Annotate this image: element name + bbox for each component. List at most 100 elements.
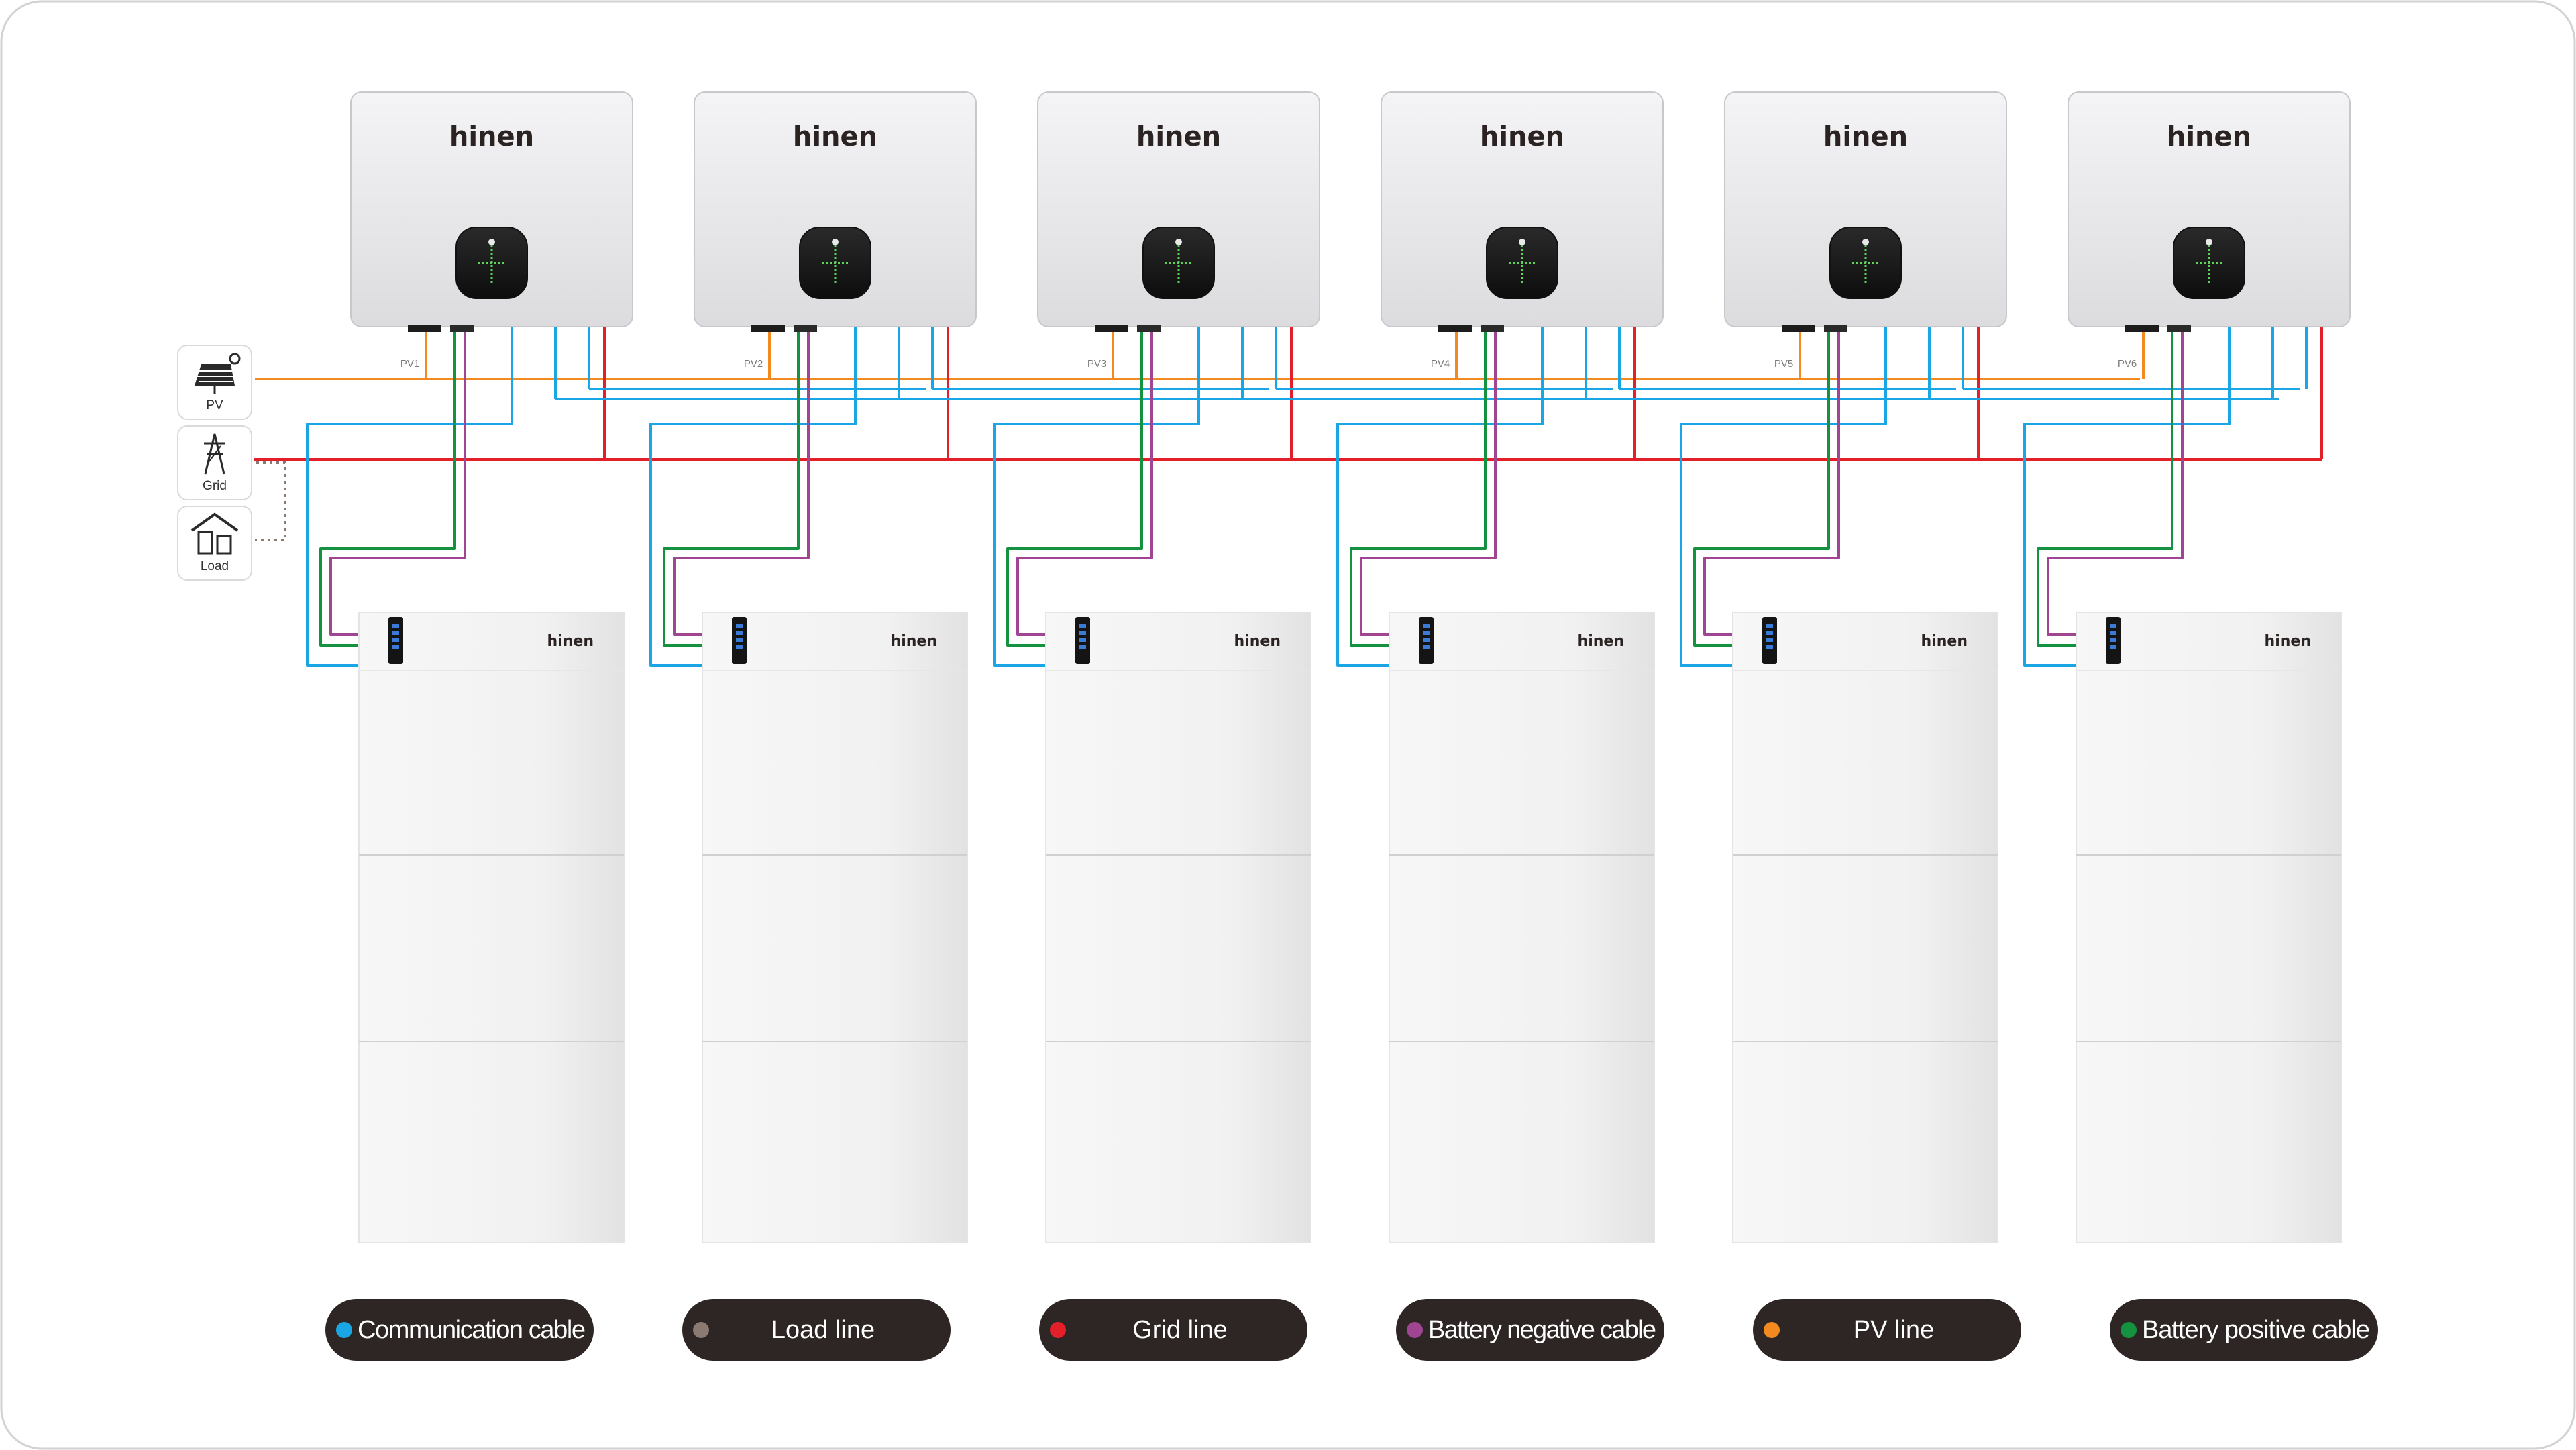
inverter-brand-logo: hinen [1823,121,1908,152]
display-sun-icon [488,239,495,245]
battery-positive-cable [663,327,800,647]
battery-positive-cable [2037,327,2174,647]
inverter-brand-logo: hinen [1480,121,1564,152]
legend-label: Communication cable [358,1316,586,1344]
inverter-body [694,91,977,327]
battery-level-led [736,638,743,642]
inverter-brand-logo: hinen [2167,121,2251,152]
inverter-brand-logo: hinen [449,121,534,152]
inverter-brand-logo: hinen [793,121,877,152]
legend-item-battery-negative: Battery negative cable [1396,1299,1664,1361]
battery-negative-cable [2047,327,2184,636]
inverter-body [1381,91,1664,327]
legend-color-dot [1050,1322,1066,1338]
pv-port-label: PV4 [1431,358,1450,370]
battery-level-led [392,645,399,649]
battery-stack: hinen [358,612,625,1243]
battery-level-led [1766,631,1773,635]
communication-cable [993,327,1200,667]
battery-positive-cable [319,327,456,647]
battery-stack: hinen [702,612,968,1243]
inverter-body [2068,91,2351,327]
battery-level-led [1423,638,1430,642]
battery-level-led [1079,645,1086,649]
battery-body [702,612,968,1243]
inverter-body [1037,91,1320,327]
communication-cable [1680,327,1887,667]
battery-connector [2167,325,2191,332]
communication-cable [1336,327,1544,667]
battery-level-led [1079,624,1086,628]
battery-body [1389,612,1655,1243]
battery-level-led [1079,638,1086,642]
battery-level-led [736,645,743,649]
legend-color-dot [2121,1322,2137,1338]
battery-level-led [2110,624,2116,628]
pv-connector [1095,325,1128,332]
source-card [177,425,252,500]
house-load-icon [191,512,239,555]
source-label: Load [201,559,229,573]
pv-connector [1438,325,1472,332]
battery-brand-logo: hinen [1578,633,1624,650]
battery-level-led [1079,631,1086,635]
battery-stack: hinen [1732,612,1998,1243]
battery-level-led [392,638,399,642]
battery-body [358,612,625,1243]
battery-stack: hinen [2076,612,2342,1243]
battery-body [1732,612,1998,1243]
display-sun-icon [2206,239,2212,245]
battery-level-led [1766,638,1773,642]
legend-pill [325,1299,594,1361]
battery-level-led [2110,638,2116,642]
battery-level-led [2110,645,2116,649]
pv-connector [1782,325,1815,332]
battery-level-led [1766,624,1773,628]
battery-connector [794,325,817,332]
battery-level-led [1766,645,1773,649]
legend-pill [1753,1299,2021,1361]
battery-level-led [1423,645,1430,649]
legend-item-pv: PV line [1753,1299,2021,1361]
battery-brand-logo: hinen [1234,633,1281,650]
grid-tower-icon [204,433,225,475]
battery-body [2076,612,2342,1243]
source-load: Load [177,506,252,581]
battery-negative-cable [1016,327,1153,636]
legend-color-dot [1407,1322,1423,1338]
battery-negative-cable [673,327,810,636]
battery-body [1045,612,1311,1243]
source-card [177,506,252,581]
pv-port-label: PV1 [400,358,419,370]
battery-positive-cable [1350,327,1487,647]
inverter-body [1724,91,2007,327]
battery-brand-logo: hinen [547,633,594,650]
pv-connector [751,325,785,332]
battery-connector [1481,325,1504,332]
legend-pill [1039,1299,1307,1361]
pv-connector [2125,325,2159,332]
battery-brand-logo: hinen [1921,633,1968,650]
display-sun-icon [832,239,839,245]
battery-negative-cable [1703,327,1840,636]
legend-pill [2110,1299,2378,1361]
battery-connector [1824,325,1847,332]
battery-connector [450,325,474,332]
load-line [236,461,286,541]
wires-layer [236,327,2323,667]
pv-port-label: PV3 [1087,358,1106,370]
source-label: Grid [203,479,227,493]
display-sun-icon [1175,239,1182,245]
solar-panel-icon [195,353,241,394]
battery-negative-cable [329,327,466,636]
battery-stack: hinen [1389,612,1655,1243]
battery-level-led [1423,624,1430,628]
battery-brand-logo: hinen [891,633,937,650]
